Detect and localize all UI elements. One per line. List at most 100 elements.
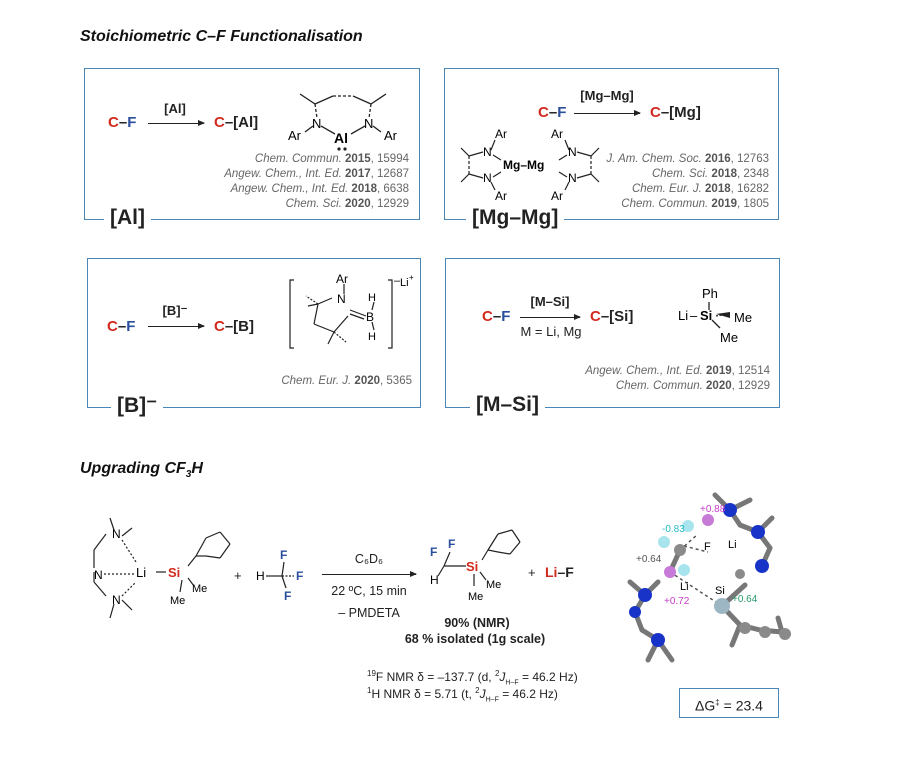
svg-text:+: + — [409, 273, 414, 282]
b-reagent-label: [B]⁻ — [162, 303, 188, 318]
b-substrate-cf: C–F — [107, 318, 136, 335]
panel-b — [87, 258, 421, 408]
charge-f: -0.83 — [662, 524, 685, 535]
panel-al — [84, 68, 420, 220]
mg-references: J. Am. Chem. Soc. 2016, 12763 Chem. Sci.… — [606, 153, 769, 210]
svg-text:N: N — [112, 527, 121, 541]
svg-text:N: N — [568, 145, 577, 159]
mg-reagent-label: [Mg–Mg] — [580, 88, 634, 103]
svg-text:Si: Si — [700, 308, 712, 323]
svg-text:Ar: Ar — [551, 189, 563, 203]
svg-text:Mg–Mg: Mg–Mg — [503, 158, 544, 172]
al-substrate-cf: C–F — [108, 114, 137, 131]
al-nacnac-structure: N N Al Ar Ar — [288, 93, 398, 151]
condition-temp-time: 22 ºC, 15 min — [331, 584, 407, 598]
svg-text:H: H — [430, 573, 439, 587]
svg-text:–: – — [690, 308, 698, 323]
svg-text:Me: Me — [468, 591, 483, 603]
svg-text:N: N — [568, 171, 577, 185]
mg-reaction-arrow — [574, 110, 641, 116]
svg-text:Li: Li — [678, 308, 688, 323]
b-borate-structure: N Ar B H H – Li + — [289, 272, 414, 349]
charge-c: +0.64 — [636, 554, 662, 565]
nmr-1h: 1H NMR δ = 5.71 (t, 2JH–F = 46.2 Hz) — [367, 686, 558, 704]
svg-text:F: F — [296, 569, 303, 583]
svg-text:H: H — [368, 331, 376, 343]
panel-label-mg: [Mg–Mg] — [466, 206, 565, 230]
section-title-cf-functionalisation: Stoichiometric C–F Functionalisation — [80, 28, 363, 45]
si-reagent-label: [M–Si] — [530, 294, 570, 309]
svg-text:Ar: Ar — [495, 127, 507, 141]
svg-text:N: N — [337, 292, 346, 306]
svg-text:Ph: Ph — [702, 286, 718, 301]
svg-text:Si: Si — [168, 565, 180, 580]
yield-isolated: 68 % isolated (1g scale) — [404, 632, 546, 646]
svg-text:Si: Si — [466, 559, 478, 574]
svg-text:Li: Li — [680, 581, 689, 593]
svg-text:H: H — [368, 292, 376, 304]
nmr-19f: 19F NMR δ = –137.7 (d, 2JH–F = 46.2 Hz) — [367, 669, 578, 687]
svg-text:N: N — [312, 116, 321, 131]
charge-li-top: +0.88 — [700, 504, 726, 515]
panel-mg — [444, 68, 779, 220]
si-substrate-cf: C–F — [482, 308, 511, 325]
svg-text:N: N — [483, 171, 492, 185]
svg-text:H: H — [256, 569, 265, 583]
svg-text:–: – — [394, 275, 401, 287]
svg-text:Li: Li — [400, 277, 409, 289]
svg-text:Ar: Ar — [288, 128, 302, 143]
svg-text:B: B — [366, 310, 374, 324]
yield-nmr: 90% (NMR) — [444, 616, 510, 630]
activation-energy-box: ΔG‡ = 23.4 — [679, 688, 779, 718]
panel-si — [445, 258, 780, 408]
plus-sign-2: + — [528, 565, 536, 580]
si-references: Angew. Chem., Int. Ed. 2019, 12514 Chem.… — [585, 365, 770, 392]
svg-text:Li: Li — [728, 539, 737, 551]
svg-text:Me: Me — [486, 579, 501, 591]
section-title-upgrading-cf3h: Upgrading CF3H — [80, 460, 203, 481]
svg-text:Me: Me — [192, 583, 207, 595]
al-reagent-label: [Al] — [164, 101, 186, 116]
panel-label-si: [M–Si] — [470, 393, 545, 417]
svg-text:Ar: Ar — [384, 128, 398, 143]
si-product: C–[Si] — [590, 308, 634, 325]
lithium-fluoride: Li–F — [545, 564, 574, 580]
pmdeta-lithium-silyl-reagent: N N N Li Si Me Me — [93, 517, 231, 619]
svg-text:N: N — [364, 116, 373, 131]
svg-text:N: N — [483, 145, 492, 159]
charge-li-bottom: +0.72 — [664, 596, 690, 607]
svg-text:Me: Me — [170, 595, 185, 607]
panel-label-b: [B]⁻ — [111, 393, 164, 418]
svg-text:Me: Me — [720, 330, 738, 345]
charge-si: +0.64 — [732, 594, 758, 605]
svg-text:F: F — [280, 548, 287, 562]
si-metal-condition: M = Li, Mg — [520, 324, 582, 339]
svg-text:F: F — [704, 541, 711, 553]
svg-text:F: F — [284, 589, 291, 603]
plus-sign-1: + — [234, 568, 242, 583]
condition-solvent: C₆D₆ — [354, 552, 384, 566]
svg-text:N: N — [94, 568, 103, 582]
difluoromethylsilane-product: F F H Si Me Me — [430, 529, 521, 603]
svg-text:Ar: Ar — [551, 127, 563, 141]
mg-product: C–[Mg] — [650, 104, 701, 121]
transition-state-model: -0.83 +0.88 +0.64 +0.64 +0.72 F Li Li Si — [627, 492, 791, 663]
svg-text:Me: Me — [734, 310, 752, 325]
mg-dimer-structure: N N N N Ar Ar Ar Ar Mg–Mg — [460, 127, 600, 203]
fluoroform-structure: H F F F — [256, 548, 303, 603]
svg-text:F: F — [448, 537, 455, 551]
b-reaction-arrow — [148, 323, 205, 329]
svg-text:N: N — [112, 593, 121, 607]
al-reaction-arrow — [148, 120, 205, 126]
main-reaction-arrow — [322, 571, 417, 577]
si-silyllithium-structure: Ph Li – Si Me Me — [678, 286, 752, 345]
mg-substrate-cf: C–F — [538, 104, 567, 121]
al-product: C–[Al] — [214, 114, 259, 131]
condition-pmdeta-loss: – PMDETA — [338, 606, 400, 620]
svg-text:Li: Li — [136, 565, 146, 580]
panel-label-al: [Al] — [104, 206, 151, 230]
b-product: C–[B] — [214, 318, 255, 335]
si-reaction-arrow — [520, 314, 581, 320]
svg-text:F: F — [430, 545, 437, 559]
al-references: Chem. Commun. 2015, 15994 Angew. Chem., … — [224, 153, 409, 210]
